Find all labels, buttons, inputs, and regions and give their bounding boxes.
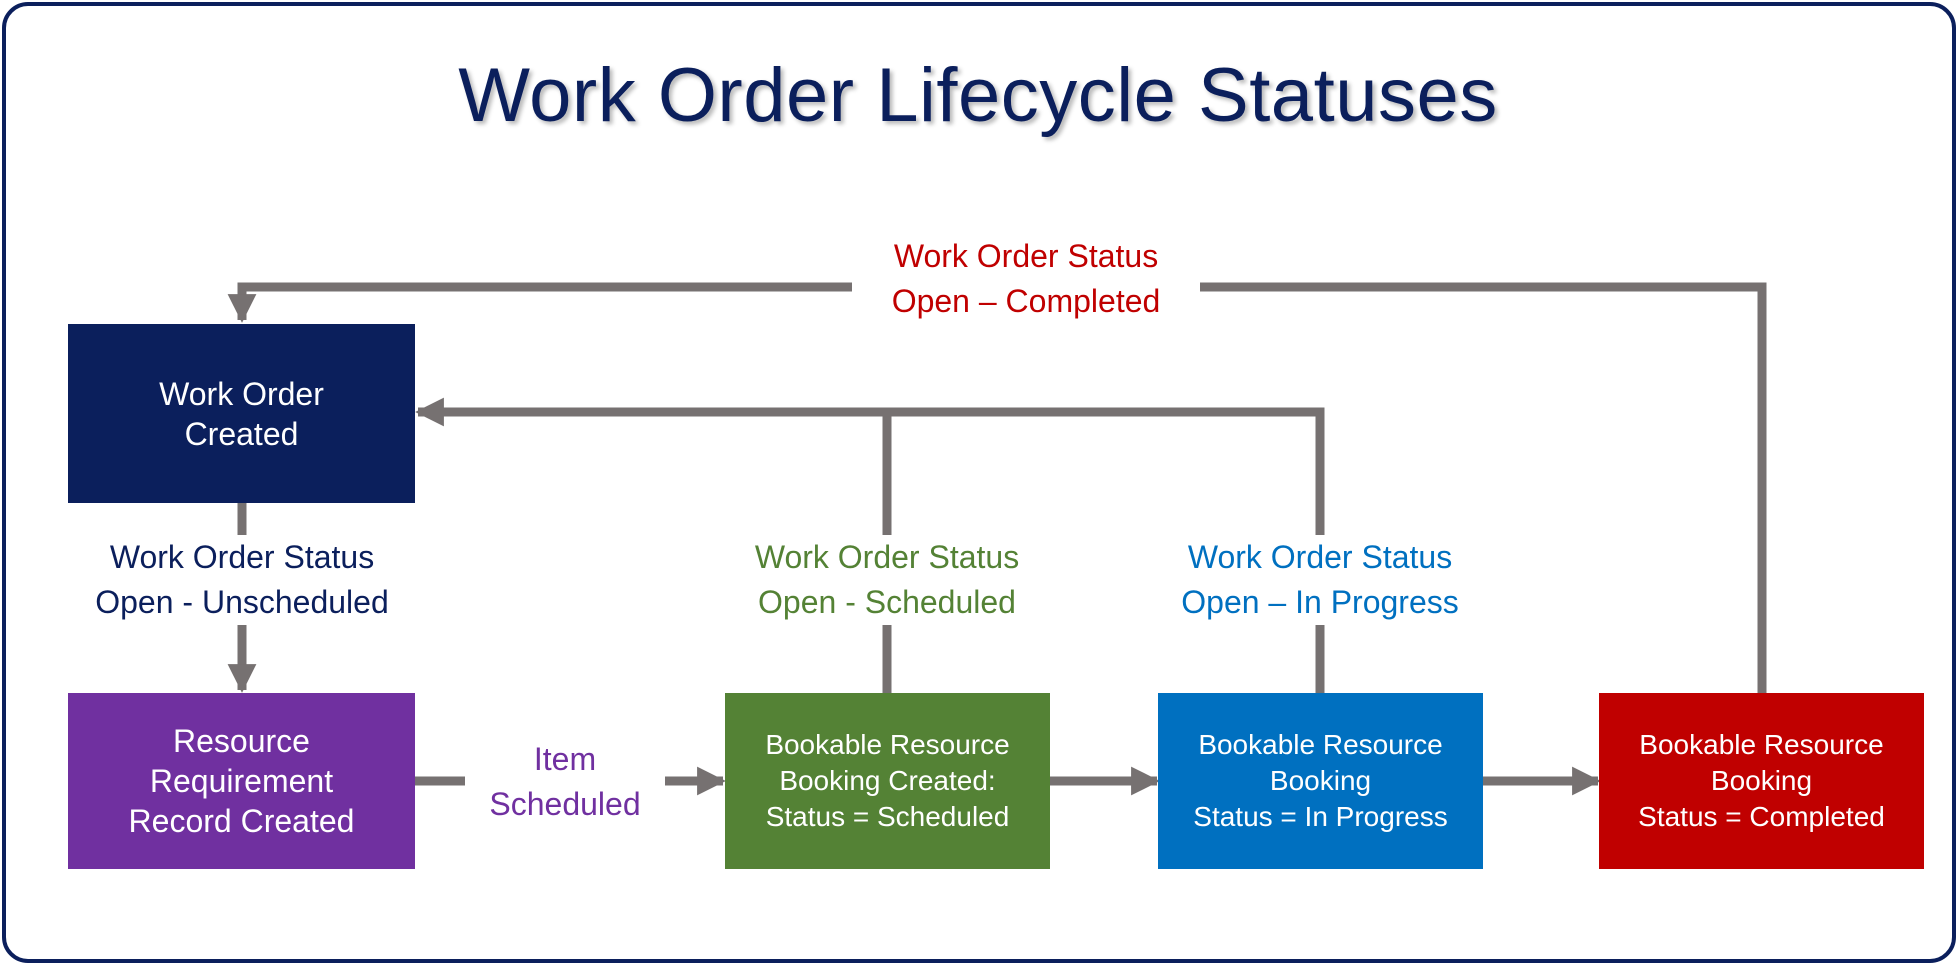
- arrow-completed-back-to-created: [227, 282, 1767, 693]
- resource-requirement-text: Resource Requirement Record Created: [128, 723, 355, 839]
- booking-in-progress-text: Bookable Resource Booking Status = In Pr…: [1193, 729, 1448, 832]
- item-scheduled-label: Item Scheduled: [465, 737, 665, 827]
- diagram-title: Work Order Lifecycle Statuses: [458, 53, 1498, 138]
- work-order-created-box: Work Order Created: [68, 324, 415, 503]
- status-open-scheduled-label: Work Order Status Open - Scheduled: [712, 535, 1062, 625]
- status-open-unscheduled-label: Work Order Status Open - Unscheduled: [62, 535, 422, 625]
- work-order-created-text: Work Order Created: [159, 375, 324, 452]
- booking-scheduled-text: Bookable Resource Booking Created: Statu…: [765, 729, 1010, 832]
- booking-completed-text: Bookable Resource Booking Status = Compl…: [1638, 729, 1885, 832]
- status-open-in-progress-label: Work Order Status Open – In Progress: [1145, 535, 1495, 625]
- resource-requirement-box: Resource Requirement Record Created: [68, 693, 415, 869]
- booking-in-progress-box: Bookable Resource Booking Status = In Pr…: [1158, 693, 1483, 869]
- status-open-completed-label: Work Order Status Open – Completed: [852, 234, 1200, 324]
- booking-completed-box: Bookable Resource Booking Status = Compl…: [1599, 693, 1924, 869]
- booking-scheduled-box: Bookable Resource Booking Created: Statu…: [725, 693, 1050, 869]
